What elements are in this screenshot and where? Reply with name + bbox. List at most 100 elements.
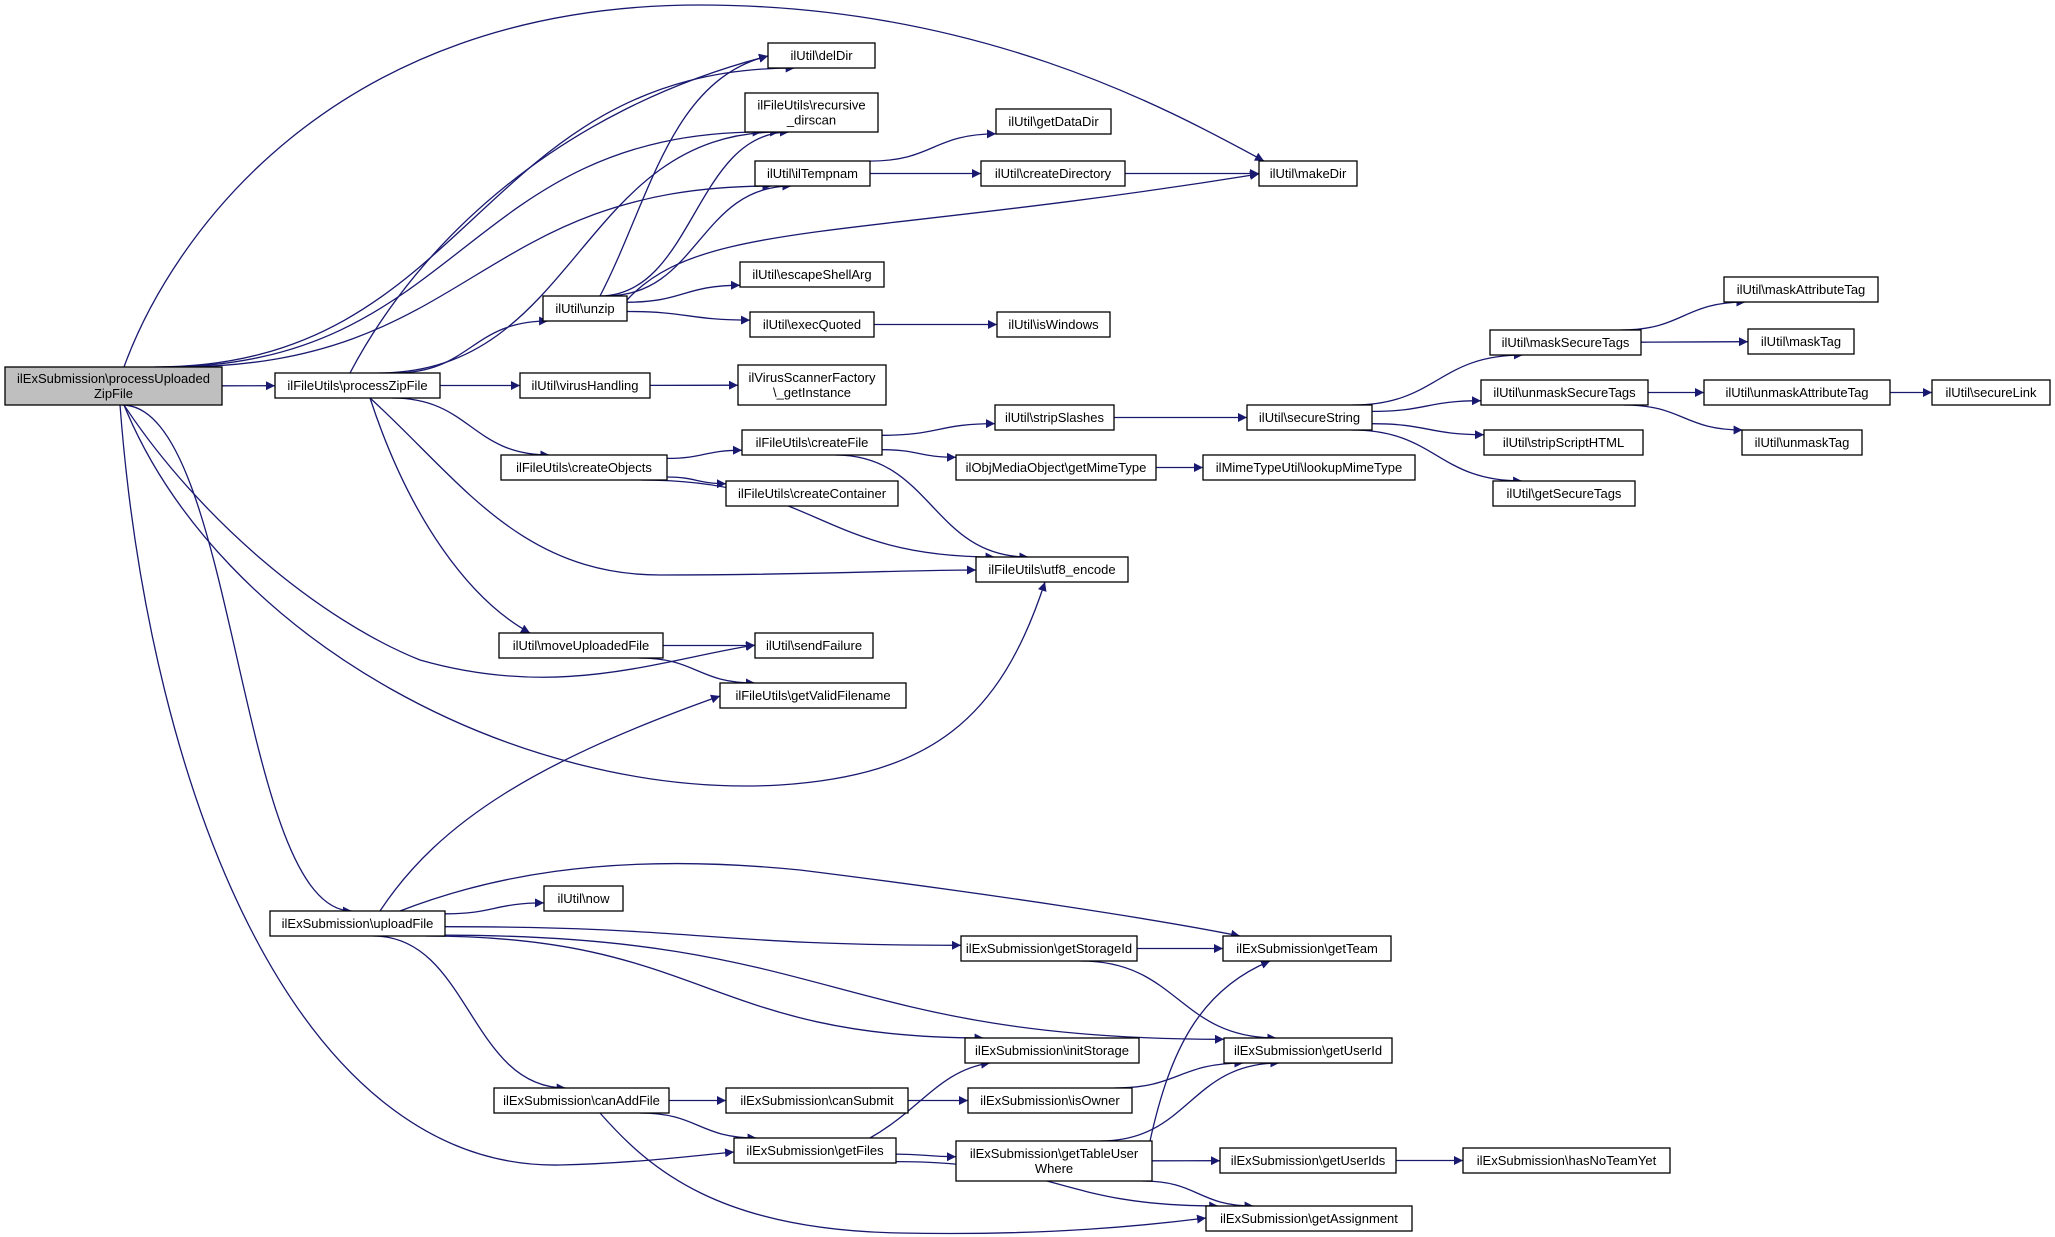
node-box [960, 935, 1138, 962]
node-hasnoteamyet[interactable]: ilExSubmission\hasNoTeamYet [1462, 1147, 1671, 1174]
edge-moveuploaded-to-getvalidfilename [638, 657, 756, 688]
node-getmimetype[interactable]: ilObjMediaObject\getMimeType [955, 454, 1157, 481]
node-stripscripthtml[interactable]: ilUtil\stripScriptHTML [1483, 429, 1644, 456]
node-getsecuretags[interactable]: ilUtil\getSecureTags [1492, 480, 1636, 507]
node-label: ilUtil\unmaskSecureTags [1493, 385, 1636, 400]
node-masksecuretags[interactable]: ilUtil\maskSecureTags [1489, 329, 1642, 356]
edge-createfile-to-utf8encode [835, 454, 1029, 562]
node-unmaskattributetag[interactable]: ilUtil\unmaskAttributeTag [1703, 379, 1891, 406]
edge-gettableuserwhere-to-getuserid [1099, 1058, 1280, 1142]
node-box [733, 1137, 897, 1164]
node-label: ilExSubmission\isOwner [980, 1093, 1120, 1108]
node-box [719, 682, 907, 709]
node-getfiles[interactable]: ilExSubmission\getFiles [733, 1137, 897, 1164]
node-masktag[interactable]: ilUtil\maskTag [1747, 328, 1855, 355]
node-label: ilExSubmission\initStorage [975, 1043, 1129, 1058]
node-label: ilMimeTypeUtil\lookupMimeType [1216, 460, 1402, 475]
edge-root-to-iltempnam [175, 181, 772, 368]
node-unmasksecuretags[interactable]: ilUtil\unmaskSecureTags [1480, 379, 1649, 406]
node-label: \_getInstance [773, 385, 851, 400]
edge-unzip-to-escapeshellarg [626, 280, 741, 303]
node-escapeshellarg[interactable]: ilUtil\escapeShellArg [739, 261, 885, 288]
node-recdirscan[interactable]: ilFileUtils\recursive_dirscan [744, 92, 879, 133]
node-label: ilUtil\delDir [790, 48, 853, 63]
node-label: ilUtil\sendFailure [766, 638, 862, 653]
node-label: ilExSubmission\getAssignment [1220, 1211, 1398, 1226]
node-securelink[interactable]: ilUtil\secureLink [1931, 379, 2051, 406]
node-canaddfile[interactable]: ilExSubmission\canAddFile [493, 1087, 670, 1114]
node-label: ilVirusScannerFactory [749, 370, 876, 385]
edge-unzip-to-execquoted [626, 310, 751, 325]
node-makedir[interactable]: ilUtil\makeDir [1258, 160, 1358, 187]
node-getteam[interactable]: ilExSubmission\getTeam [1222, 935, 1392, 962]
node-stripslashes[interactable]: ilUtil\stripSlashes [994, 404, 1115, 431]
node-virusscanner[interactable]: ilVirusScannerFactory\_getInstance [737, 364, 887, 406]
node-deldir[interactable]: ilUtil\delDir [767, 42, 876, 69]
node-box [4, 366, 223, 406]
node-box [498, 632, 664, 659]
node-uploadfile[interactable]: ilExSubmission\uploadFile [269, 910, 446, 937]
node-unmasktag[interactable]: ilUtil\unmaskTag [1741, 429, 1863, 456]
node-iltempnam[interactable]: ilUtil\ilTempnam [754, 160, 871, 187]
node-virushandling[interactable]: ilUtil\virusHandling [519, 372, 651, 399]
node-securestring[interactable]: ilUtil\secureString [1246, 404, 1373, 431]
node-getstorageid[interactable]: ilExSubmission\getStorageId [960, 935, 1138, 962]
node-box [1205, 1205, 1413, 1232]
node-getuserid[interactable]: ilExSubmission\getUserId [1223, 1037, 1393, 1064]
node-label: ilUtil\moveUploadedFile [513, 638, 650, 653]
node-getuserids[interactable]: ilExSubmission\getUserIds [1219, 1147, 1397, 1174]
node-iswindows[interactable]: ilUtil\isWindows [996, 311, 1111, 338]
node-cansubmit[interactable]: ilExSubmission\canSubmit [725, 1087, 909, 1114]
node-maskattributetag[interactable]: ilUtil\maskAttributeTag [1723, 276, 1879, 303]
edge-processzip-to-deldir [349, 53, 769, 374]
node-getassignment[interactable]: ilExSubmission\getAssignment [1205, 1205, 1413, 1232]
node-label: ilUtil\ilTempnam [767, 166, 858, 181]
node-utf8encode[interactable]: ilFileUtils\utf8_encode [975, 556, 1129, 583]
node-getdatadir[interactable]: ilUtil\getDataDir [995, 108, 1112, 135]
node-box [1258, 160, 1358, 187]
edge-securestring-to-unmasksecuretags [1371, 396, 1482, 413]
node-label: ilUtil\stripSlashes [1005, 410, 1104, 425]
node-moveuploaded[interactable]: ilUtil\moveUploadedFile [498, 632, 664, 659]
edge-getfiles-to-initstorage [869, 1059, 991, 1139]
node-sendfailure[interactable]: ilUtil\sendFailure [754, 632, 874, 659]
node-label: ilExSubmission\getStorageId [966, 941, 1132, 956]
node-createcontainer[interactable]: ilFileUtils\createContainer [725, 480, 899, 507]
node-label: _dirscan [786, 113, 836, 128]
node-box [1489, 329, 1642, 356]
node-createdirectory[interactable]: ilUtil\createDirectory [980, 160, 1126, 187]
node-getvalidfilename[interactable]: ilFileUtils\getValidFilename [719, 682, 907, 709]
node-box [964, 1037, 1140, 1064]
node-box [737, 364, 887, 406]
node-unzip[interactable]: ilUtil\unzip [542, 295, 628, 322]
node-now[interactable]: ilUtil\now [543, 885, 624, 912]
edge-createobjects-to-createfile [666, 445, 743, 460]
edge-uploadfile-to-getstorageid [444, 926, 962, 950]
edge-unzip-to-recdirscan [599, 127, 790, 297]
node-label: Where [1035, 1161, 1073, 1176]
node-initstorage[interactable]: ilExSubmission\initStorage [964, 1037, 1140, 1064]
edge-gettableuserwhere-to-getteam [1149, 960, 1271, 1142]
edge-canaddfile-to-getfiles [639, 1112, 757, 1143]
node-label: ZipFile [94, 386, 133, 401]
node-label: ilExSubmission\canSubmit [740, 1093, 894, 1108]
node-box [542, 295, 628, 322]
node-label: ilUtil\makeDir [1270, 166, 1347, 181]
node-createfile[interactable]: ilFileUtils\createFile [741, 429, 883, 456]
node-box [955, 454, 1157, 481]
node-createobjects[interactable]: ilFileUtils\createObjects [500, 454, 668, 481]
edge-unzip-to-iltempnam [606, 181, 792, 297]
edge-processzip-to-utf8encode [369, 397, 977, 576]
edge-masksecuretags-to-maskattributetag [1620, 297, 1746, 331]
edge-createobjects-to-utf8encode [641, 479, 995, 562]
node-execquoted[interactable]: ilUtil\execQuoted [749, 311, 875, 338]
node-label: ilExSubmission\uploadFile [282, 916, 434, 931]
node-lookupmimetype[interactable]: ilMimeTypeUtil\lookupMimeType [1202, 454, 1416, 481]
node-label: ilUtil\maskTag [1761, 334, 1841, 349]
node-processzip[interactable]: ilFileUtils\processZipFile [274, 372, 441, 399]
node-isowner[interactable]: ilExSubmission\isOwner [967, 1087, 1133, 1114]
node-box [744, 92, 879, 133]
edge-iltempnam-to-getdatadir [869, 129, 997, 162]
